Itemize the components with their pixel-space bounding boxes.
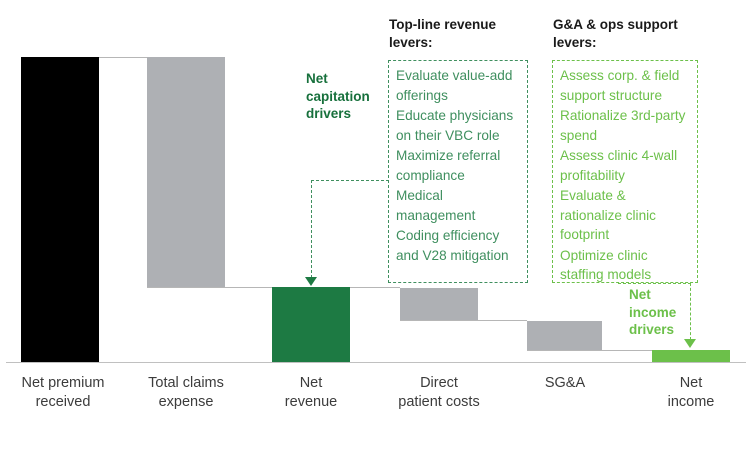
callout-line1: Net	[629, 287, 651, 302]
category-label-sga: SG&A	[502, 374, 628, 393]
connector-sga-to-netincome	[527, 350, 652, 351]
revenue-lever-item: Evaluate value-add offerings	[396, 68, 513, 103]
revenue-levers-heading-line1: Top-line revenue	[389, 17, 497, 32]
category-label-line1: Total claims	[148, 375, 224, 391]
revenue-lever-item: Maximize referral compliance	[396, 148, 501, 183]
leader-line-vertical-net-capitation	[311, 180, 312, 278]
category-label-line2: expense	[158, 394, 214, 410]
callout-line2: capitation	[306, 88, 370, 104]
callout-line3: drivers	[629, 322, 675, 337]
revenue-levers-box: Evaluate value-add offerings Educate phy…	[388, 60, 528, 283]
ops-levers-heading-line2: levers:	[553, 35, 597, 50]
arrowhead-net-capitation	[305, 277, 317, 286]
connector-revenue-to-direct	[350, 287, 400, 288]
bar-total-claims-expense	[147, 57, 225, 287]
bar-sga	[527, 321, 602, 350]
category-label-line2: revenue	[284, 394, 338, 410]
revenue-levers-heading-line2: levers:	[389, 35, 433, 50]
ops-lever-item: Evaluate & rationalize clinic footprint	[560, 188, 656, 242]
bar-net-income	[652, 350, 730, 362]
ops-levers-heading: G&A & ops support levers:	[553, 16, 728, 52]
callout-net-capitation-drivers: Net capitation drivers	[306, 70, 386, 123]
callout-line3: drivers	[306, 106, 352, 121]
ops-levers-box: Assess corp. & field support structure R…	[552, 60, 698, 283]
ops-lever-item: Assess corp. & field support structure	[560, 68, 680, 103]
x-axis-baseline	[6, 362, 746, 363]
category-label-line1: Net premium	[21, 375, 105, 391]
ops-levers-heading-line1: G&A & ops support	[553, 17, 678, 32]
category-label-line1: Direct	[420, 375, 458, 391]
category-label-net-income: Net income	[628, 374, 750, 412]
revenue-lever-item: Educate physicians on their VBC role	[396, 108, 514, 143]
ops-lever-item: Optimize clinic staffing models	[560, 247, 652, 283]
category-label-line1: Net	[679, 375, 703, 391]
callout-line2: income	[629, 304, 677, 320]
category-label-direct-patient-costs: Direct patient costs	[376, 374, 502, 412]
category-label-net-revenue: Net revenue	[248, 374, 374, 412]
category-label-total-claims-expense: Total claims expense	[123, 374, 249, 412]
category-label-net-premium-received: Net premium received	[0, 374, 126, 412]
revenue-lever-item: Coding efficiency and V28 mitigation	[396, 228, 509, 263]
category-label-line1: SG&A	[544, 375, 586, 391]
category-label-line1: Net	[299, 375, 323, 391]
leader-line-vertical-net-income	[690, 283, 691, 340]
connector-premium-to-claims	[99, 57, 147, 58]
ops-lever-item: Rationalize 3rd-party spend	[560, 108, 686, 143]
ops-lever-item: Assess clinic 4-wall profitability	[560, 148, 678, 183]
callout-net-income-drivers: Net income drivers	[629, 286, 691, 339]
arrowhead-net-income	[684, 339, 696, 348]
connector-claims-to-revenue	[147, 287, 350, 288]
bar-direct-patient-costs	[400, 288, 478, 320]
callout-line1: Net	[306, 71, 328, 86]
category-label-line2: income	[667, 394, 715, 410]
leader-line-horizontal-net-income	[618, 283, 691, 284]
connector-direct-to-sga	[400, 320, 527, 321]
bar-net-premium-received	[21, 57, 99, 362]
category-label-line2: received	[35, 394, 91, 410]
revenue-levers-heading: Top-line revenue levers:	[389, 16, 554, 52]
bar-net-revenue	[272, 287, 350, 362]
category-label-line2: patient costs	[398, 394, 480, 410]
leader-line-horizontal-net-capitation	[311, 180, 389, 181]
revenue-lever-item: Medical management	[396, 188, 476, 223]
